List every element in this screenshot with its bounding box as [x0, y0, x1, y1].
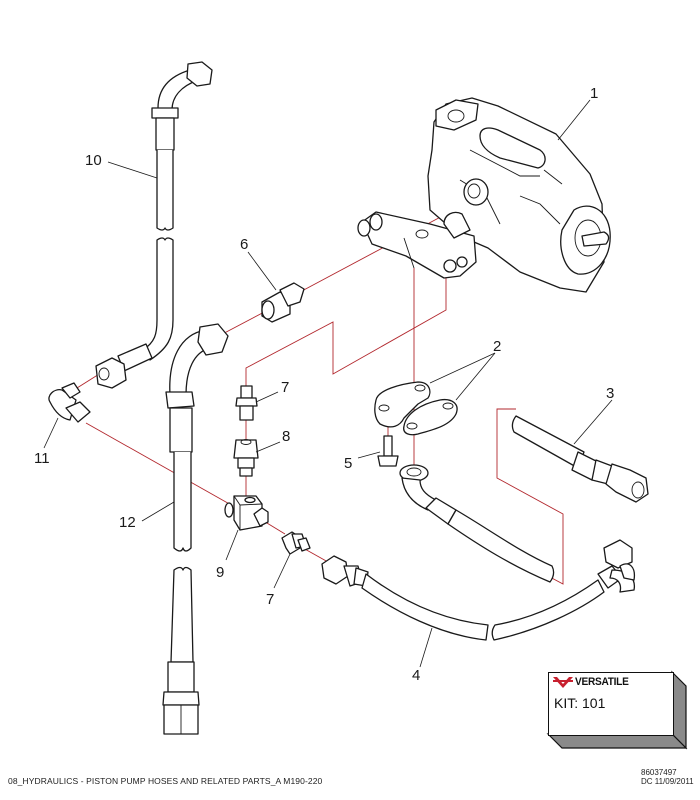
part-8-coupling-connector[interactable] — [233, 439, 259, 477]
callout-6[interactable]: 6 — [240, 236, 248, 253]
part-12-hose[interactable] — [162, 323, 229, 735]
kit-number: KIT: 101 — [554, 695, 606, 711]
part-6-adapter-fitting[interactable] — [261, 282, 305, 323]
part-4-hose[interactable] — [321, 539, 636, 641]
callout-7-lower[interactable]: 7 — [266, 591, 274, 608]
date-code: DC 11/09/2011 — [641, 777, 694, 786]
document-number: 86037497 — [641, 768, 677, 777]
part-10-steel-tube[interactable] — [95, 61, 213, 389]
callout-12[interactable]: 12 — [119, 514, 136, 531]
part-1-piston-pump[interactable] — [357, 97, 611, 293]
callout-labels: 1 2 3 4 5 6 7 8 9 7 10 11 12 — [34, 85, 614, 684]
part-7-adapter-nipple[interactable] — [235, 385, 258, 421]
flange-hose[interactable] — [399, 464, 555, 583]
diagram-title: 08_HYDRAULICS - PISTON PUMP HOSES AND RE… — [8, 776, 323, 786]
part-3-hose[interactable] — [511, 415, 649, 503]
leader-lines — [43, 99, 613, 668]
versatile-logo-icon — [553, 677, 573, 688]
callout-9[interactable]: 9 — [216, 564, 224, 581]
assembly-lines — [76, 196, 564, 585]
part-5-flange-bolt[interactable] — [377, 435, 399, 467]
callout-4[interactable]: 4 — [412, 667, 420, 684]
document-meta: 86037497 DC 11/09/2011 — [641, 768, 694, 786]
callout-11[interactable]: 11 — [34, 450, 50, 467]
callout-7[interactable]: 7 — [281, 379, 289, 396]
brand-name: VERSATILE — [575, 676, 629, 688]
part-2-flange-halves[interactable] — [374, 381, 458, 436]
kit-label-box: VERSATILE KIT: 101 — [548, 672, 674, 736]
part-7-adapter-nipple-lower[interactable] — [281, 531, 311, 555]
callout-5[interactable]: 5 — [344, 455, 352, 472]
part-9-tee-block[interactable] — [224, 495, 269, 531]
part-11-elbow-fitting[interactable] — [48, 382, 91, 423]
callout-2[interactable]: 2 — [493, 338, 501, 355]
callout-1[interactable]: 1 — [590, 85, 598, 102]
callout-8[interactable]: 8 — [282, 428, 290, 445]
brand-logo: VERSATILE — [553, 676, 633, 688]
callout-10[interactable]: 10 — [85, 152, 102, 169]
callout-3[interactable]: 3 — [606, 385, 614, 402]
